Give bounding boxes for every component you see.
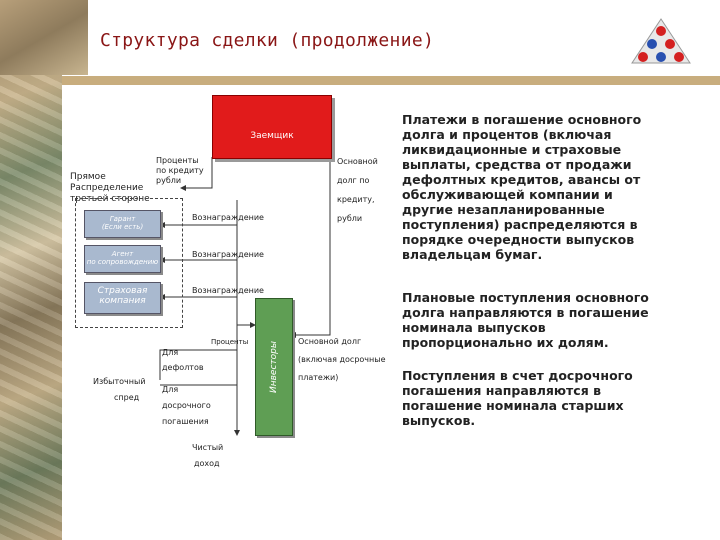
third-parties-group [75,198,183,328]
line-defaults [159,349,237,380]
borrower-label: Заемщик [250,131,294,141]
borrower-box: Заемщик [212,95,332,159]
logo-icon [631,18,691,64]
investors-label: Инвесторы [269,341,279,393]
text-block-3: Поступления в счет досрочного погашения … [402,368,633,428]
line-interest [180,157,213,191]
interest-small-label: Проценты [211,338,249,346]
fee-label-2: Вознаграждение [192,250,264,259]
accent-bar [62,76,720,85]
fee-label-3: Вознаграждение [192,286,264,295]
fee-label-1: Вознаграждение [192,213,264,222]
net-income-label: Чистый доход [192,443,224,468]
for-defaults-label: Для дефолтов [162,348,204,372]
interest-label: Проценты по кредиту рубли [156,156,204,185]
title-band [0,0,720,75]
decorative-side-strip [0,0,62,540]
text-block-2: Плановые поступления основного долга нап… [402,290,649,350]
line-principal-investors [290,265,331,338]
principal-right-label: Основной долг (включая досрочные платежи… [298,337,386,382]
for-prepayments-label: Для досрочного погашения [162,385,211,426]
insurance-company-box: Страховая компания [84,282,161,314]
decorative-corner [0,0,88,75]
slide-title: Структура сделки (продолжение) [100,30,435,51]
excess-spread-label: Избыточный спред [93,377,146,402]
text-block-1: Платежи в погашение основного долга и пр… [402,112,642,262]
principal-label: Основной долг по кредиту, рубли [337,157,378,223]
content-area [62,85,720,540]
direct-distribution-label: Прямое Распределение третьей стороне [70,172,150,204]
guarantor-box: Гарант (Если есть) [84,210,161,238]
investors-box: Инвесторы [255,298,293,436]
servicing-agent-box: Агент по сопровождению [84,245,161,273]
